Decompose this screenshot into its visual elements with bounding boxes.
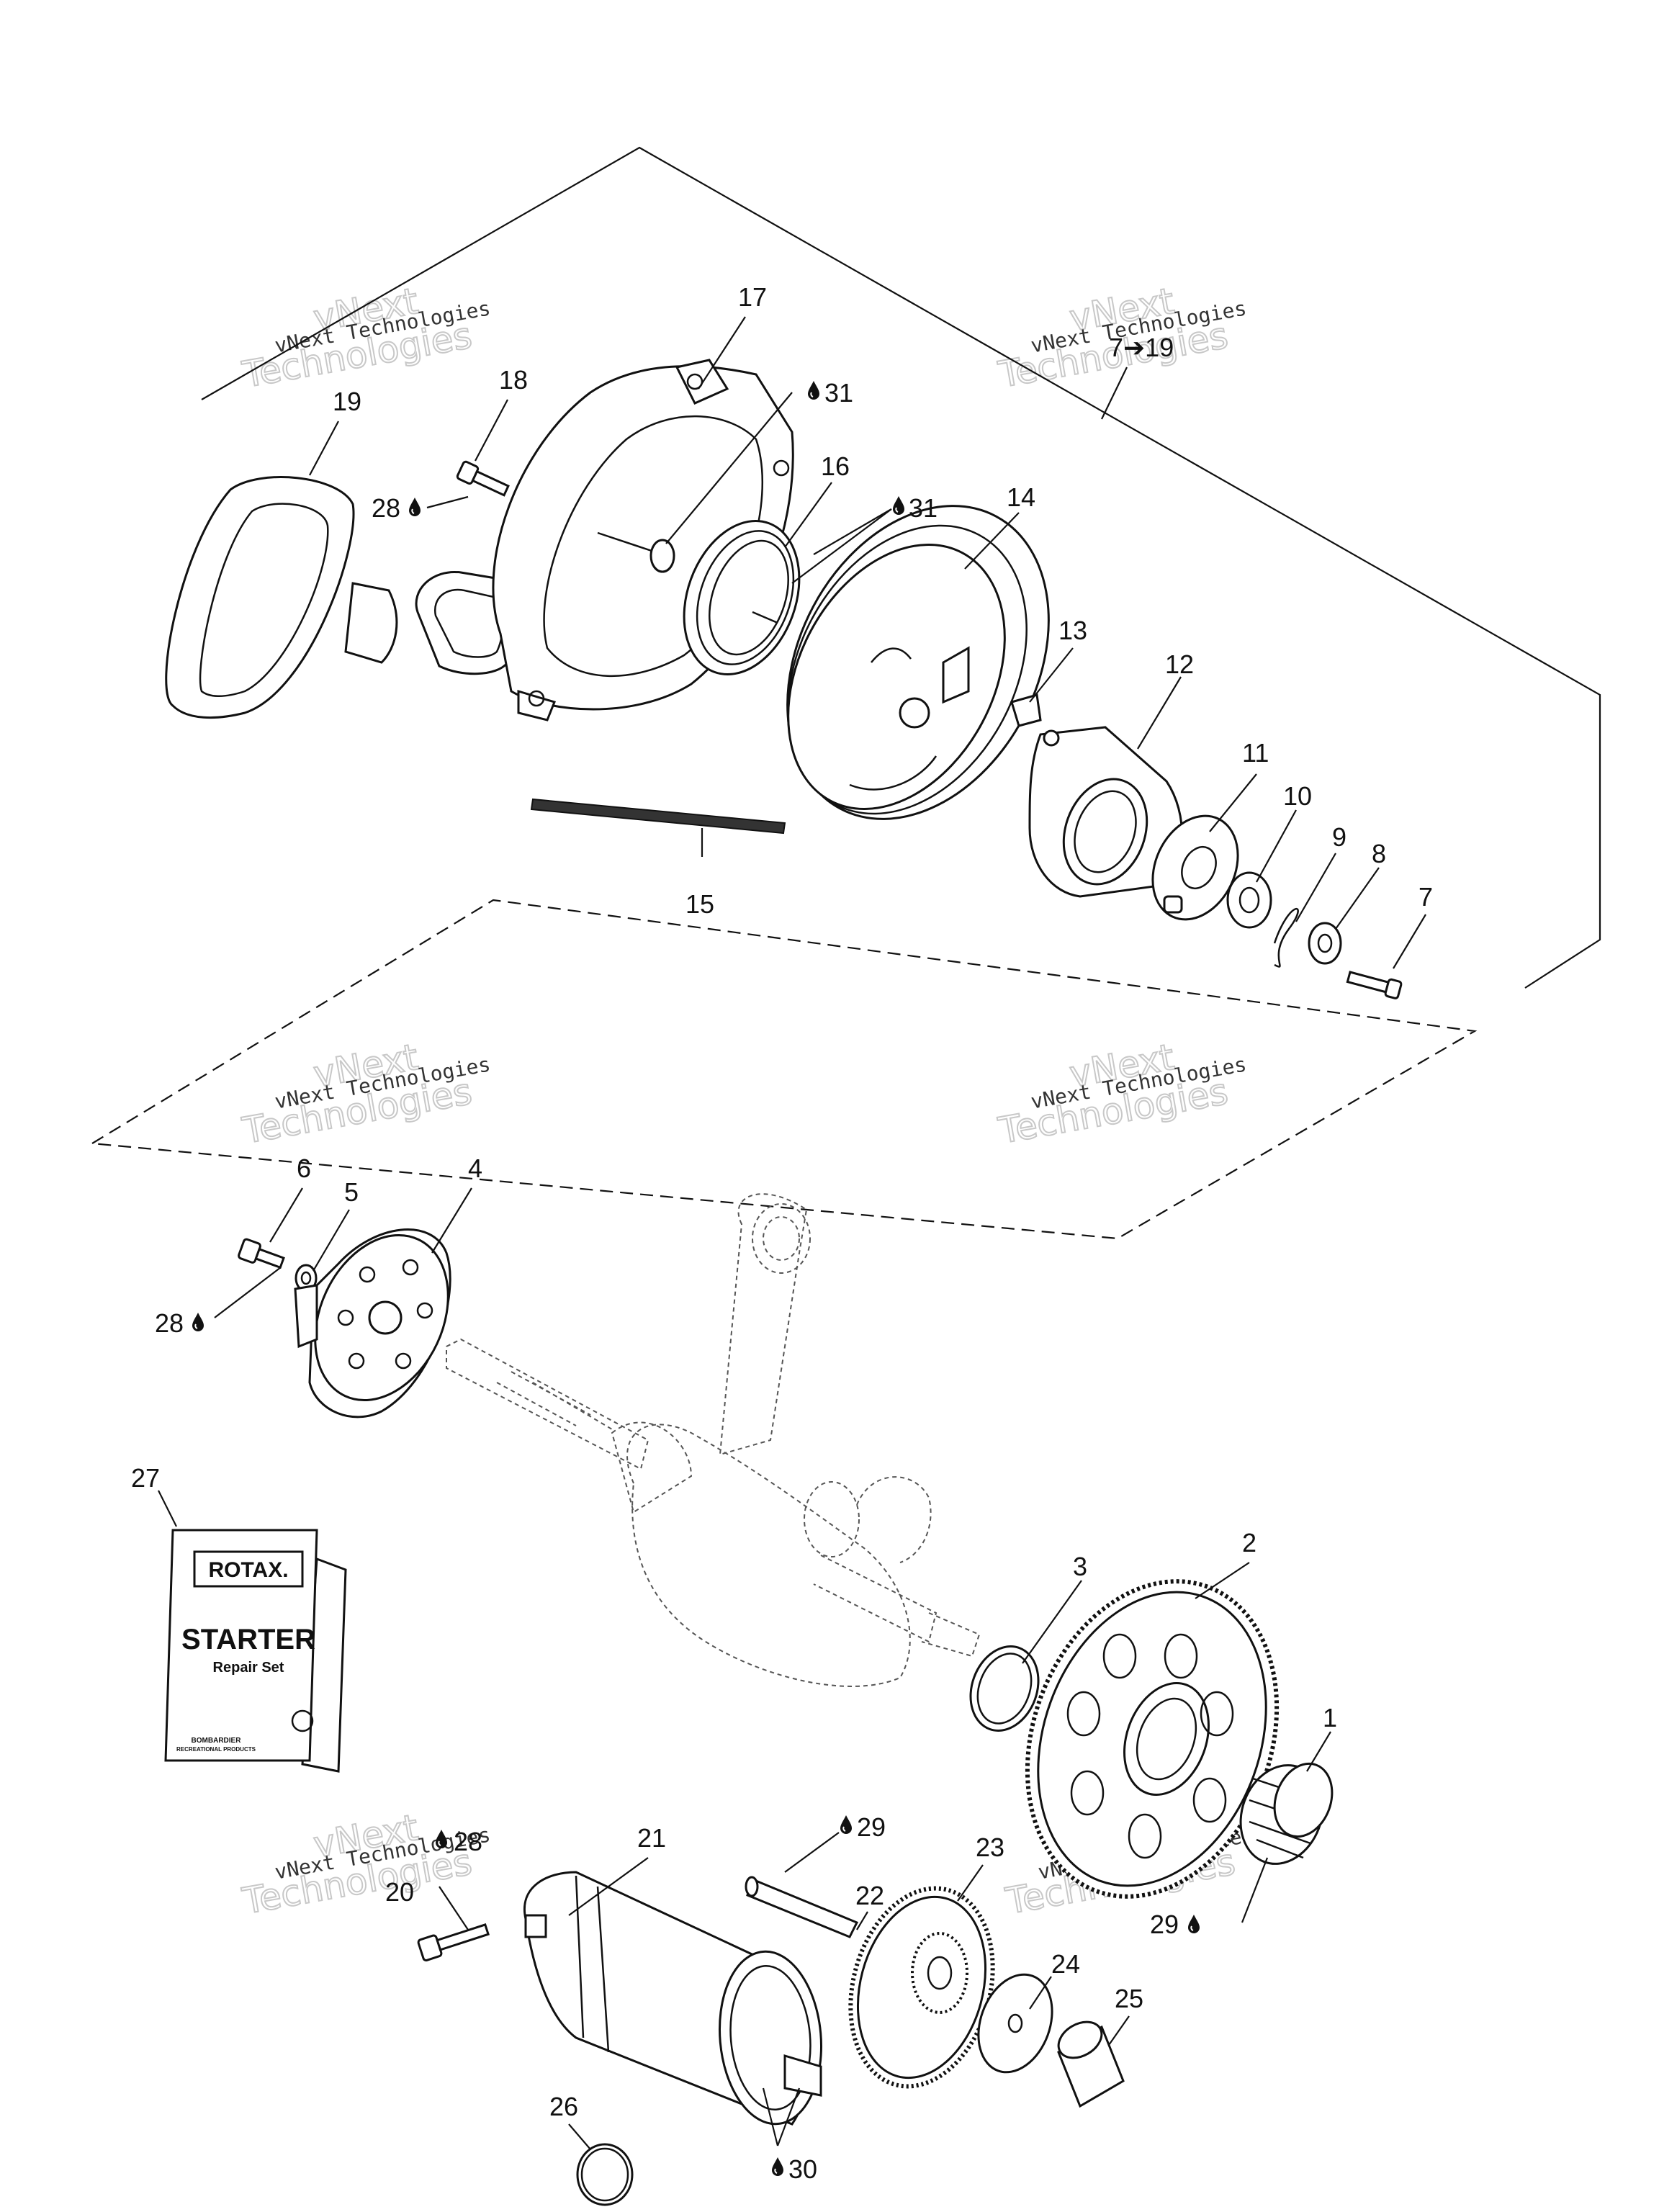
- callout-29b: 29: [857, 1812, 886, 1842]
- callout-25: 25: [1115, 1984, 1143, 2013]
- callout-28b: 28: [155, 1308, 184, 1338]
- callout-31a: 31: [824, 378, 853, 408]
- callout-23: 23: [976, 1833, 1004, 1862]
- pin-22: [745, 1876, 859, 1938]
- book-footer2: RECREATIONAL PRODUCTS: [176, 1746, 256, 1753]
- callout-18: 18: [499, 365, 528, 395]
- starter-rope: [530, 798, 786, 835]
- callouts: 17 18 19 28 31 16 31 14 7➔19 13 12 11 10…: [131, 282, 1433, 2184]
- callout-3: 3: [1073, 1552, 1087, 1581]
- callout-7-19: 7➔19: [1109, 333, 1174, 362]
- pawl: [1010, 693, 1042, 727]
- callout-10: 10: [1283, 781, 1312, 811]
- callout-26: 26: [549, 2092, 578, 2121]
- callout-28a: 28: [372, 493, 400, 523]
- oil-drop-icon: [192, 1312, 204, 1332]
- callout-17: 17: [738, 282, 767, 312]
- callout-2: 2: [1242, 1528, 1256, 1557]
- leader-lines: [158, 316, 1426, 2150]
- oil-drop-icon: [1187, 1914, 1200, 1934]
- callout-29a: 29: [1150, 1910, 1179, 1939]
- watermark: vNext Technologies vNext Technologies: [994, 1035, 1248, 1153]
- oil-drop-icon: [408, 497, 421, 517]
- rope-pulley: [786, 505, 1050, 820]
- washer-8: [1308, 922, 1342, 965]
- callout-7: 7: [1419, 882, 1433, 912]
- kit-boundary: [201, 146, 1601, 989]
- bolt-6: [238, 1238, 285, 1269]
- callout-6: 6: [297, 1154, 311, 1183]
- subassembly-dashed-boundary: [89, 899, 1478, 1240]
- book-footer1: BOMBARDIER: [192, 1737, 242, 1745]
- callout-4: 4: [468, 1154, 482, 1183]
- oil-drop-icon: [840, 1815, 853, 1835]
- callout-12: 12: [1165, 649, 1194, 679]
- washer-24: [977, 1973, 1053, 2074]
- callout-30: 30: [788, 2154, 817, 2184]
- callout-22: 22: [855, 1881, 884, 1910]
- callout-11: 11: [1242, 738, 1269, 768]
- repair-set-book: ROTAX. STARTER Repair Set BOMBARDIER REC…: [164, 1529, 347, 1773]
- callout-20: 20: [385, 1877, 414, 1907]
- callout-1: 1: [1323, 1703, 1337, 1732]
- callout-28c: 28: [454, 1827, 482, 1856]
- intermediate-gear: [848, 1886, 995, 2089]
- callout-24: 24: [1051, 1949, 1080, 1979]
- callout-27: 27: [131, 1463, 160, 1493]
- starter-cup: [294, 1228, 451, 1419]
- watermark: vNext Technologies vNext Technologies: [238, 1035, 492, 1153]
- o-ring-3: [969, 1645, 1040, 1732]
- watermark: vNext Technologies vNext Technologies: [238, 279, 492, 397]
- callout-21: 21: [637, 1823, 666, 1853]
- callout-9: 9: [1332, 822, 1346, 852]
- bushing-25: [1057, 2020, 1125, 2108]
- flywheel-gear: [1025, 1579, 1280, 1899]
- callout-5: 5: [344, 1177, 359, 1207]
- oil-drop-icon: [892, 495, 905, 516]
- screw-7: [1346, 971, 1403, 999]
- rope-handle: [165, 476, 398, 719]
- book-subtitle: Repair Set: [213, 1660, 284, 1676]
- screw-18: [456, 460, 510, 497]
- callout-8: 8: [1372, 839, 1386, 868]
- book-brand: ROTAX.: [208, 1558, 288, 1582]
- book-title: STARTER: [181, 1624, 315, 1655]
- washer-10: [1226, 871, 1272, 929]
- callout-19: 19: [333, 387, 361, 416]
- callout-14: 14: [1007, 482, 1035, 512]
- spring-9: [1273, 908, 1299, 968]
- starter-motor: [523, 1871, 823, 2126]
- callout-31b: 31: [909, 493, 938, 523]
- recoil-spring: [683, 519, 801, 676]
- o-ring-26: [576, 2143, 634, 2206]
- needle-bearing: [1239, 1762, 1334, 1865]
- bolt-20: [417, 1923, 490, 1961]
- callout-15: 15: [685, 889, 714, 919]
- oil-drop-icon: [771, 2157, 784, 2177]
- watermark: vNext Technologies vNext Technologies: [238, 1806, 492, 1923]
- oil-drop-icon: [807, 380, 820, 400]
- callout-16: 16: [821, 451, 850, 481]
- crankshaft: [446, 1193, 981, 1687]
- watermark: vNext Technologies vNext Technologies: [994, 279, 1248, 397]
- callout-13: 13: [1058, 616, 1087, 645]
- drive-hub: [1028, 726, 1183, 898]
